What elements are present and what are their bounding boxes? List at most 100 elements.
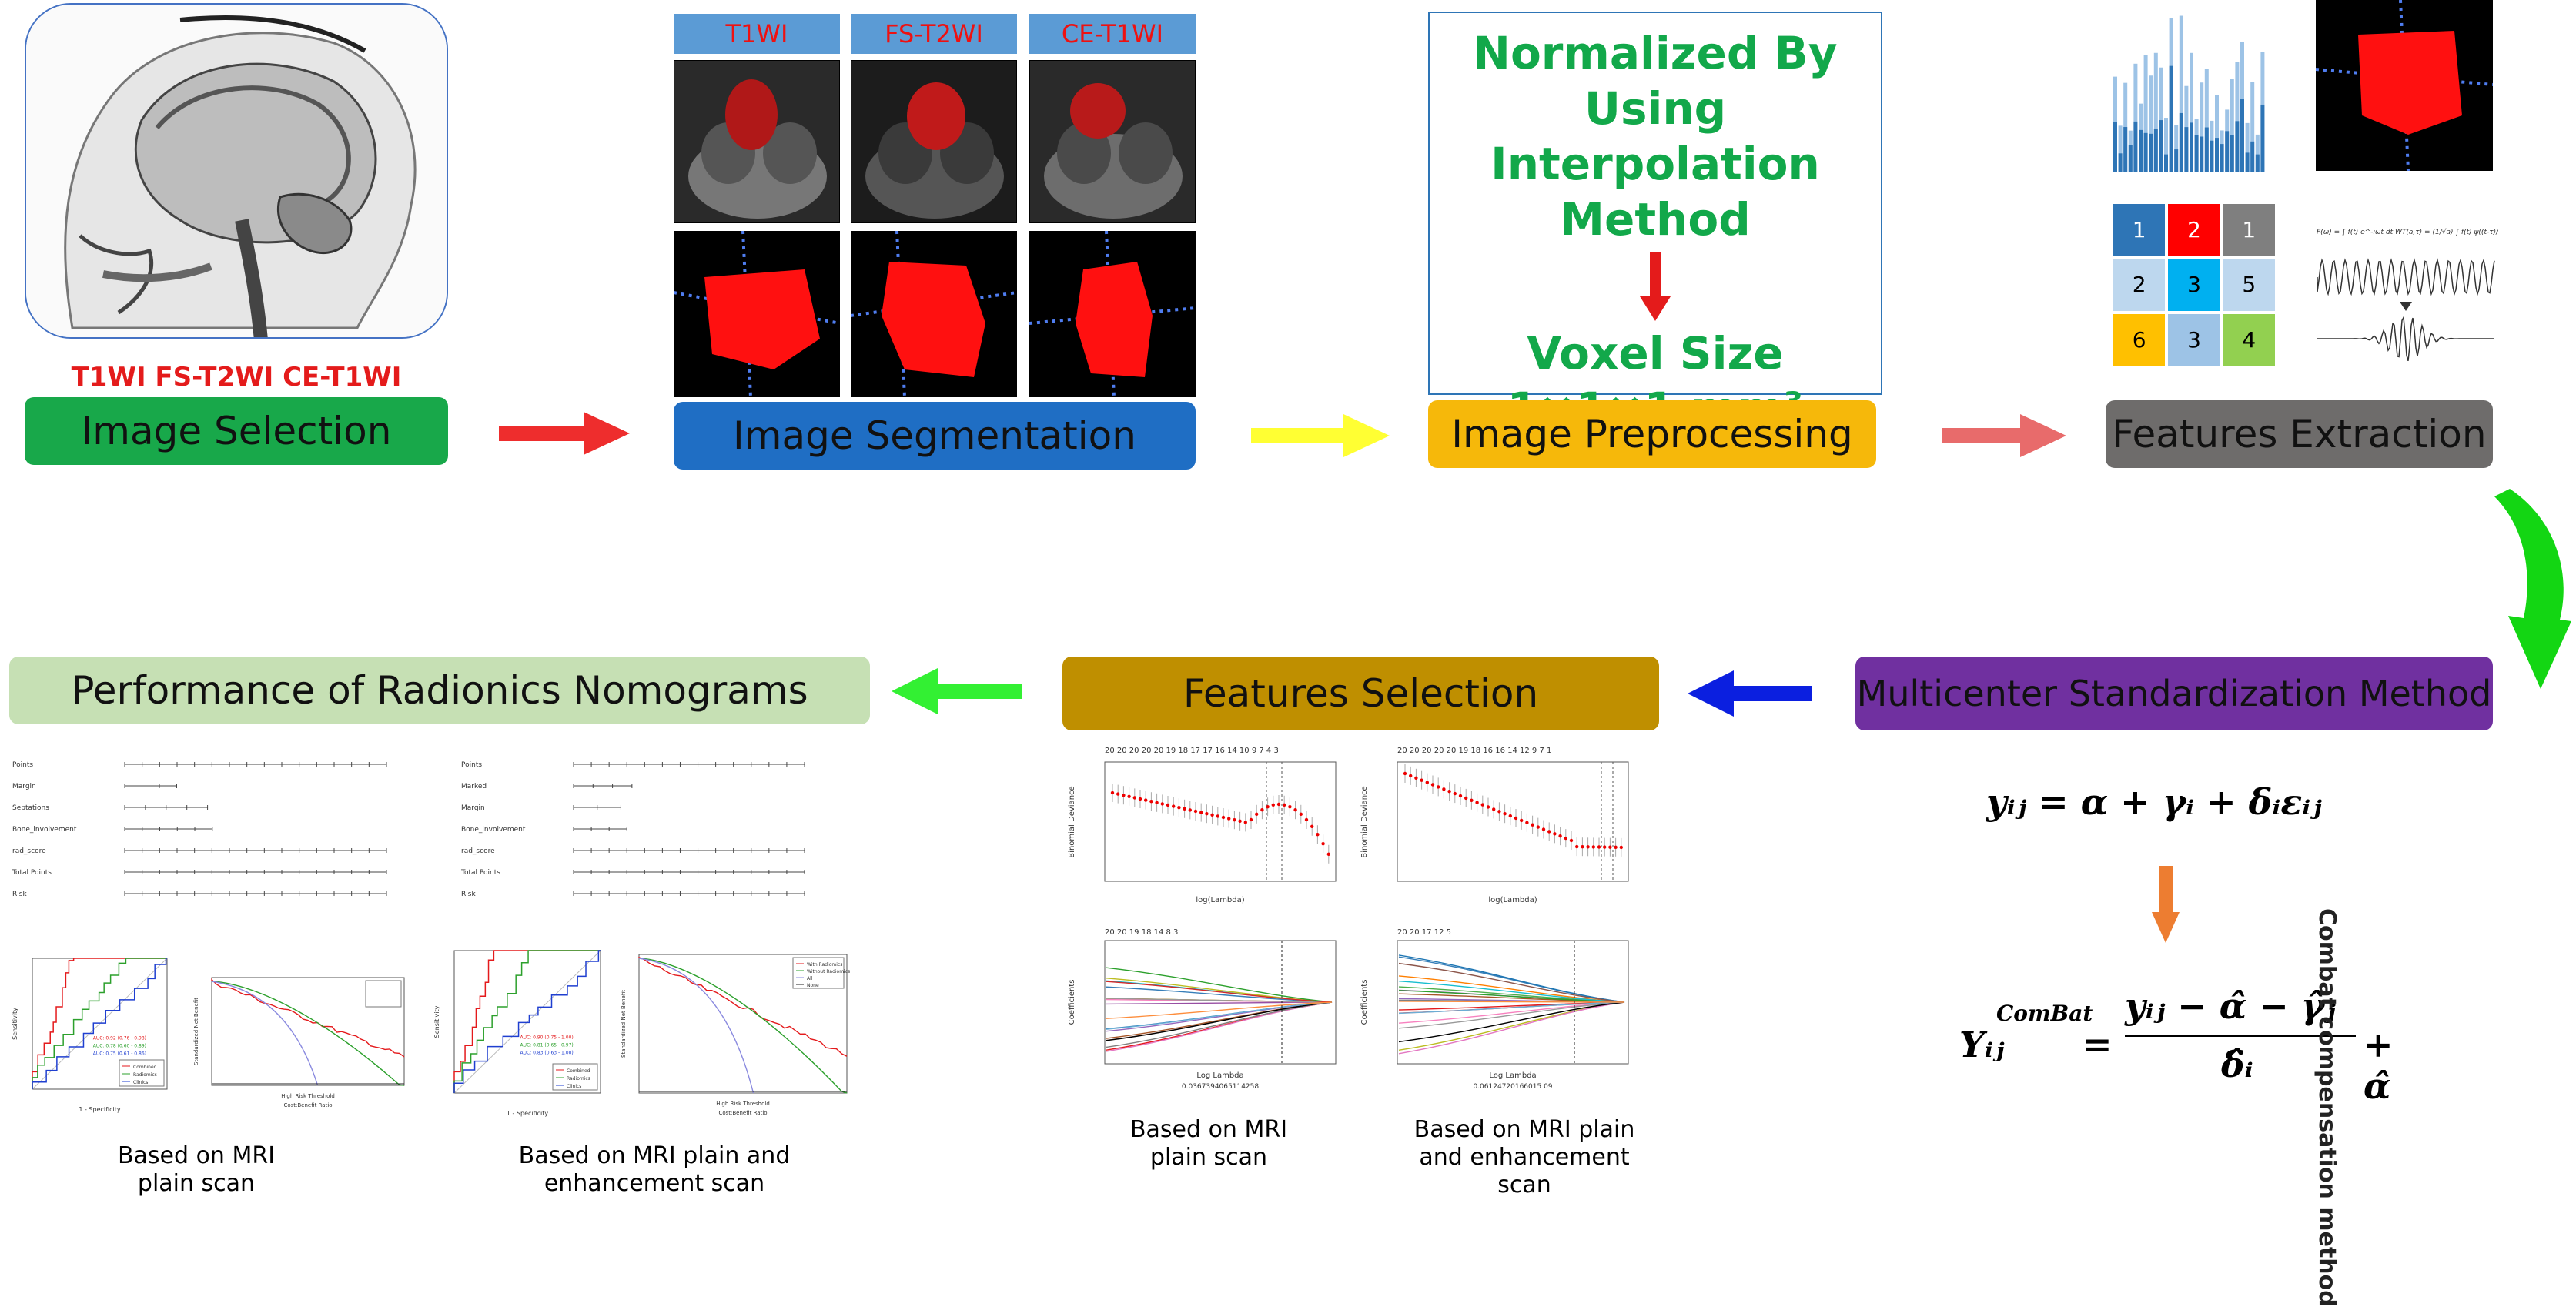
deviance-point xyxy=(1177,806,1181,810)
histogram-bar xyxy=(2133,121,2138,172)
dca-with-radiomics xyxy=(638,956,848,1057)
y-axis-label: Sensitivity xyxy=(12,1008,18,1040)
histogram-bar xyxy=(2113,122,2117,172)
dca-all xyxy=(638,958,754,1094)
voxel-size-label: Voxel Size xyxy=(1527,327,1784,379)
diagonal xyxy=(453,950,601,1094)
deviance-point xyxy=(1210,813,1214,817)
coefficient-path xyxy=(1106,981,1333,1003)
top-ticks: 20 20 20 20 20 19 18 17 17 16 14 10 9 7 … xyxy=(1105,747,1279,755)
legend-label: Radiomics xyxy=(133,1072,157,1078)
coefficient-path xyxy=(1398,954,1625,1003)
y-axis-label: Binomial Deviance xyxy=(1068,786,1076,857)
coefficient-path xyxy=(1106,1001,1333,1048)
grid-cell: 2 xyxy=(2168,204,2220,256)
plot-frame xyxy=(1104,761,1337,882)
deviance-point xyxy=(1255,812,1259,816)
plot-frame xyxy=(1397,761,1629,882)
deviance-point xyxy=(1508,814,1512,818)
image-selection-sublabel: T1WI FS-T2WI CE-T1WI xyxy=(71,362,402,393)
nomogram-row-label: Points xyxy=(461,761,482,769)
deviance-point xyxy=(1409,774,1413,778)
caption-line: plain scan xyxy=(1149,1144,1268,1171)
tab-fs-t2wi: FS-T2WI xyxy=(851,14,1017,54)
grid-cell: 3 xyxy=(2168,313,2220,366)
mri-slice-fs-t2wi xyxy=(851,60,1017,223)
x-axis-label: 1 - Specificity xyxy=(79,1106,121,1113)
nomogram-row-label: Septations xyxy=(12,804,49,812)
coefficient-path xyxy=(1398,990,1625,1003)
combat-superscript: ComBat xyxy=(1996,1001,2093,1026)
deviance-point xyxy=(1271,803,1275,807)
deviance-point xyxy=(1249,817,1253,822)
multicenter-standardization-stage: Multicenter Standardization Method xyxy=(1855,657,2493,730)
histogram-bar xyxy=(2250,141,2255,172)
x-axis-label: log(Lambda) xyxy=(1196,896,1244,904)
performance-caption-plain: Based on MRI plain scan xyxy=(69,1142,323,1198)
deviance-point xyxy=(1425,781,1429,784)
y-axis-label: Binomial Deviance xyxy=(1360,786,1369,857)
nomogram-row-label: Bone_involvement xyxy=(12,826,77,834)
combat-denominator: δ̂ᵢ xyxy=(2221,1044,2253,1085)
histogram-bar xyxy=(2133,63,2138,172)
coefficient-path xyxy=(1398,1001,1625,1024)
coefficient-path xyxy=(1398,1001,1625,1003)
preprocessing-line1: Normalized By xyxy=(1473,27,1838,79)
coefficient-path xyxy=(1106,998,1333,1003)
combat-side-label: Combat compensation method xyxy=(2313,908,2340,1307)
caption-line: plain scan xyxy=(137,1170,256,1197)
deviance-point xyxy=(1569,838,1574,843)
tumor-3d-render-ce-t1wi xyxy=(1029,230,1196,398)
y-axis-label: Coefficients xyxy=(1068,980,1076,1025)
x-axis-label: 1 - Specificity xyxy=(507,1110,549,1117)
deviance-point xyxy=(1420,778,1423,782)
deviance-point xyxy=(1486,805,1490,809)
histogram-bar xyxy=(2220,144,2224,172)
nomogram-row-label: Margin xyxy=(461,804,485,812)
histogram-bar xyxy=(2190,122,2193,172)
selection-caption-enhanced: Based on MRI plain and enhancement scan xyxy=(1378,1116,1671,1199)
deviance-point xyxy=(1514,816,1518,821)
histogram-bar xyxy=(2123,127,2128,172)
tumor-3d-render-fs-t2wi xyxy=(850,230,1018,398)
preprocessing-line3: Method xyxy=(1560,193,1751,246)
histogram-bar xyxy=(2169,65,2173,172)
curved-arrow-down-icon xyxy=(2494,489,2571,689)
caption-line: Based on MRI xyxy=(1129,1116,1288,1143)
histogram-bar xyxy=(2164,154,2168,172)
deviance-point xyxy=(1475,801,1479,804)
histogram-bar xyxy=(2174,149,2179,172)
arrow-right-icon xyxy=(1251,414,1390,457)
deviance-point xyxy=(1183,807,1186,811)
deviance-point xyxy=(1470,798,1474,802)
head-mri-image xyxy=(25,3,448,339)
lambda-value: 0.06124720166015 09 xyxy=(1473,1083,1552,1091)
histogram-bar xyxy=(2159,67,2163,172)
histogram-bar xyxy=(2260,104,2265,172)
roc-curve xyxy=(32,958,167,1089)
wave-signal xyxy=(2317,258,2495,296)
deviance-point xyxy=(1575,844,1579,849)
legend-label: Combined xyxy=(133,1065,157,1070)
svg-text:F(ω) = ∫ f(t) e^-iωt dt WT(a: F(ω) = ∫ f(t) e^-iωt dt WT(a,τ) = (1/√a)… xyxy=(2317,228,2498,236)
deviance-point xyxy=(1619,845,1623,850)
deviance-point xyxy=(1260,808,1264,812)
top-ticks: 20 20 20 20 20 19 18 16 16 14 12 9 7 1 xyxy=(1397,747,1551,755)
x-axis-label: log(Lambda) xyxy=(1488,896,1537,904)
deviance-point xyxy=(1581,845,1584,849)
nomogram-row-label: Total Points xyxy=(12,869,52,877)
y-axis-label: Coefficients xyxy=(1360,980,1369,1025)
deviance-point xyxy=(1299,812,1303,816)
histogram-bar xyxy=(2174,125,2179,172)
nomogram-plain: PointsMarginSeptationsBone_involvementra… xyxy=(12,761,387,898)
histogram-bar xyxy=(2240,99,2244,172)
deviance-point xyxy=(1155,801,1159,804)
deviance-point xyxy=(1430,783,1435,787)
tumor-3d-render-feature xyxy=(2315,0,2494,172)
roc-curve xyxy=(32,958,167,1089)
deviance-point xyxy=(1503,812,1507,816)
features-selection-stage: Features Selection xyxy=(1062,657,1659,730)
